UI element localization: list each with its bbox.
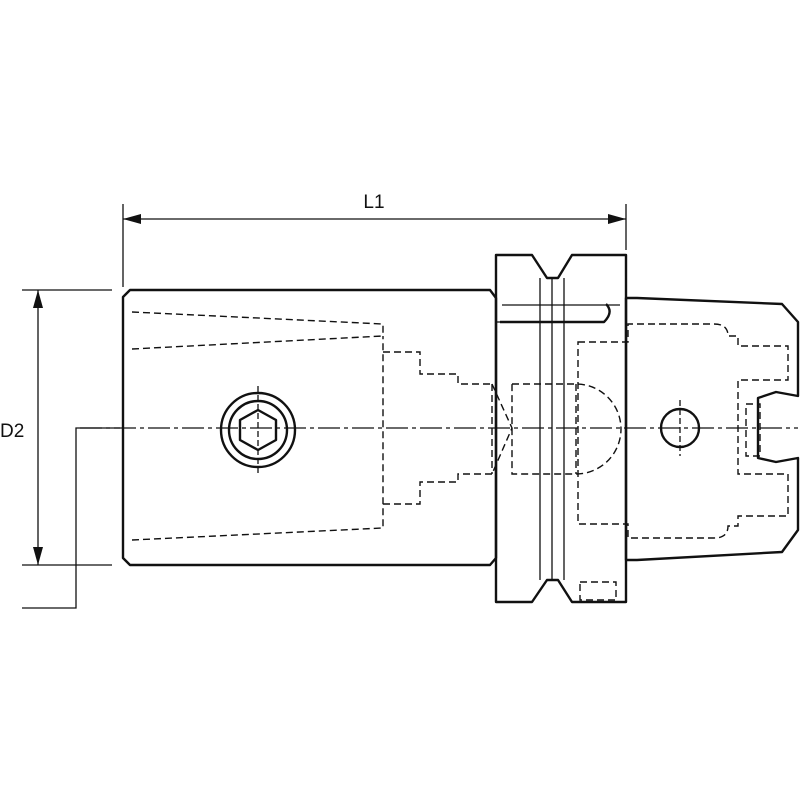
flange (494, 253, 628, 604)
cross-bore (511, 383, 622, 475)
stepped-bore-bottom (383, 473, 492, 505)
bore-taper-bottom-guide (131, 335, 384, 350)
keyway-slot (500, 303, 611, 324)
arrowhead-bottom (33, 547, 43, 565)
flange-details (496, 278, 620, 580)
arrowhead-left (123, 214, 141, 224)
dimension-d2: D2 (0, 289, 120, 609)
hidden-features (131, 311, 789, 601)
bore-taper-bottom (131, 336, 384, 541)
tool-body (121, 253, 800, 604)
dimension-label-d2: D2 (0, 421, 24, 442)
flange-bottom-pocket (579, 581, 617, 601)
stepped-bore-top (383, 351, 492, 385)
set-screw (219, 386, 297, 474)
arrowhead-right (608, 214, 626, 224)
bore-taper-top (131, 311, 384, 336)
dimension-l1: L1 (122, 192, 627, 287)
hsk-taper (624, 296, 800, 562)
arrowhead-top (33, 290, 43, 308)
dimension-label-l1: L1 (363, 192, 384, 213)
hsk-cavity (577, 323, 789, 539)
drive-slot (745, 403, 761, 457)
leader-line (22, 427, 120, 609)
shank (121, 288, 498, 567)
drill-point (491, 383, 513, 475)
